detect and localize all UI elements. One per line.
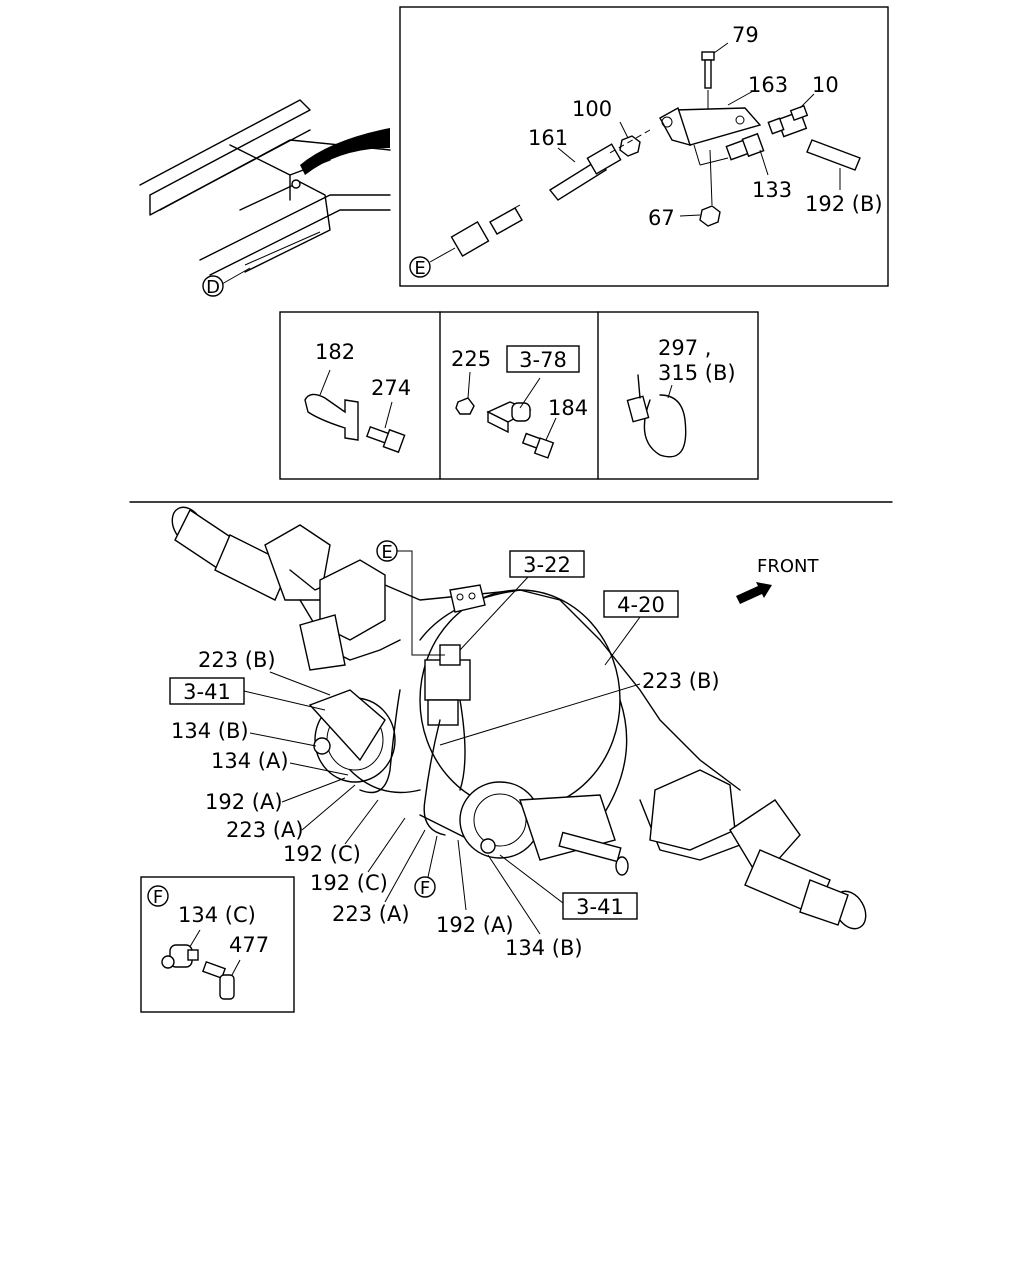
label-134b-bottom: 134 (B) [505, 936, 583, 960]
clip-182-icon [304, 393, 359, 441]
leader-wedge-icon [300, 128, 390, 175]
callout-f-inset: F [153, 887, 163, 908]
mid-panels: 182 274 3-78 225 184 297 , 315 (B) [279, 311, 759, 480]
label-223a-2: 223 (A) [332, 902, 410, 926]
nipple-477-icon [201, 960, 235, 1000]
label-163: 163 [748, 73, 788, 97]
ref-341-right[interactable]: 3-41 [576, 895, 624, 919]
label-223b-right: 223 (B) [642, 669, 720, 693]
callout-f-circle [414, 876, 436, 898]
callout-f-inset-circle [147, 885, 169, 907]
axle-assembly: E 3-22 4-20 FRONT 223 (B) 3-41 223 (B) 1… [169, 506, 867, 960]
label-477: 477 [229, 933, 269, 957]
frame-rail-sketch: D [139, 99, 391, 298]
label-100: 100 [572, 97, 612, 121]
label-67: 67 [648, 206, 675, 230]
bracket-184-icon [486, 401, 532, 434]
tube-192b-icon [806, 139, 861, 171]
label-192c-1: 192 (C) [283, 842, 361, 866]
front-arrow-icon [736, 582, 772, 604]
label-315b: 315 (B) [658, 361, 736, 385]
ref-box-341-left [169, 677, 245, 705]
callout-e-main: E [381, 542, 392, 563]
nut-67-icon [699, 205, 721, 227]
callout-f-main: F [420, 878, 430, 899]
label-192c-2: 192 (C) [310, 871, 388, 895]
ref-378[interactable]: 3-78 [519, 348, 567, 372]
bolt-79-icon [701, 51, 715, 112]
top-detail-box: 79 163 10 192 (B) 133 [399, 6, 889, 287]
elbow-10-icon [767, 105, 809, 138]
nut-100-icon [619, 135, 641, 157]
bolt-184-icon [521, 432, 555, 459]
valve-322-icon [424, 644, 471, 726]
label-161: 161 [528, 126, 568, 150]
ref-420[interactable]: 4-20 [617, 593, 665, 617]
ref-322[interactable]: 3-22 [523, 553, 571, 577]
callout-e-circle [409, 256, 431, 278]
right-brake-chamber-icon [459, 781, 629, 876]
label-223a-1: 223 (A) [226, 818, 304, 842]
label-192a-1: 192 (A) [205, 790, 283, 814]
label-274: 274 [371, 376, 411, 400]
ref-box-322 [509, 550, 585, 578]
left-hub-icon [171, 506, 331, 601]
label-134a: 134 (A) [211, 749, 289, 773]
callout-d: D [206, 277, 220, 298]
ref-box-341-right [562, 892, 638, 920]
ref-341-left[interactable]: 3-41 [183, 680, 231, 704]
left-brake-chamber-icon [308, 689, 396, 783]
fitting-icon [291, 179, 301, 189]
label-79: 79 [732, 23, 759, 47]
fitting-e-icon [450, 207, 523, 257]
label-133: 133 [752, 178, 792, 202]
label-192b: 192 (B) [805, 192, 883, 216]
cable-tie-icon [626, 374, 687, 458]
label-10: 10 [812, 73, 839, 97]
label-223b-top: 223 (B) [198, 648, 276, 672]
label-184: 184 [548, 396, 588, 420]
callout-e-top: E [414, 258, 425, 279]
label-182: 182 [315, 340, 355, 364]
label-225: 225 [451, 347, 491, 371]
label-297: 297 , [658, 336, 711, 360]
label-192a-2: 192 (A) [436, 913, 514, 937]
label-134b-left: 134 (B) [171, 719, 249, 743]
inset-f: F 134 (C) 477 [140, 876, 295, 1013]
connector-133-icon [725, 132, 765, 161]
bracket-163-icon [659, 106, 762, 147]
ref-box-378 [506, 345, 580, 373]
label-134c: 134 (C) [178, 903, 256, 927]
nut-225-icon [455, 397, 475, 415]
front-label: FRONT [757, 556, 819, 577]
tee-134c-icon [161, 944, 199, 969]
callout-d-circle [202, 275, 224, 297]
bolt-274-icon [365, 425, 406, 454]
ref-box-420 [603, 590, 679, 618]
